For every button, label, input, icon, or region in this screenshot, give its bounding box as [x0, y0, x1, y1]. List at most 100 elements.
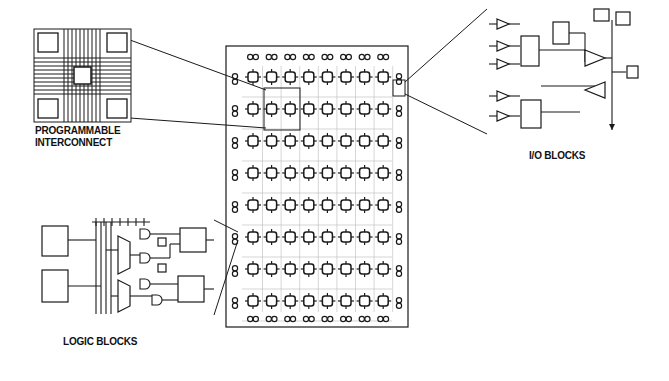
logic-block-pin — [332, 76, 335, 77]
logic-block-body — [378, 232, 388, 242]
logic-block-pin — [301, 76, 304, 77]
logic-wire — [162, 299, 178, 300]
io-pad-ring — [232, 175, 237, 180]
logic-block-pin — [327, 306, 328, 309]
and-gate — [140, 229, 150, 239]
channel-line — [392, 66, 393, 312]
logic-wire — [106, 249, 118, 250]
logic-block-pin — [245, 236, 248, 237]
routing-channels — [242, 66, 393, 321]
inset-frame — [34, 29, 131, 122]
chip-die — [226, 46, 408, 327]
buffer-symbol — [585, 50, 605, 66]
logic-block-body — [304, 72, 314, 82]
logic-block-pin — [383, 197, 384, 200]
io-pad-ring — [365, 316, 370, 321]
fpga-chip — [226, 46, 408, 327]
arrow-mark — [609, 124, 615, 130]
logic-block-pin — [290, 293, 291, 296]
logic-block-pin — [383, 178, 384, 181]
logic-block — [264, 101, 280, 117]
io-pad-ring — [396, 303, 401, 308]
logic-block-pin — [295, 140, 298, 141]
io-pad-ring — [396, 266, 401, 271]
logic-block-pin — [351, 300, 354, 301]
flip-flop — [521, 36, 539, 66]
logic-block-body — [322, 264, 332, 274]
logic-block-pin — [375, 204, 378, 205]
logic-block-pin — [308, 114, 309, 117]
logic-block-body — [285, 200, 295, 210]
small-cell — [158, 264, 166, 272]
logic-block-pin — [258, 236, 261, 237]
io-pad — [303, 316, 314, 321]
logic-block-pin — [327, 261, 328, 264]
logic-block-pin — [282, 236, 285, 237]
logic-block — [338, 165, 354, 181]
logic-block — [338, 133, 354, 149]
logic-block-pin — [271, 306, 272, 309]
logic-block-pin — [338, 268, 341, 269]
logic-block-pin — [364, 101, 365, 104]
logic-block — [264, 293, 280, 309]
logic-block-pin — [290, 69, 291, 72]
logic-block-pin — [301, 172, 304, 173]
io-pad-ring — [232, 138, 237, 143]
logic-block-pin — [383, 133, 384, 136]
io-pad-ring — [232, 303, 237, 308]
logic-block-pin — [308, 242, 309, 245]
io-wire — [541, 85, 595, 86]
logic-block-pin — [271, 133, 272, 136]
logic-block-pin — [314, 108, 317, 109]
logic-block-pin — [327, 293, 328, 296]
io-pad-ring — [303, 316, 308, 321]
logic-block-body — [378, 72, 388, 82]
logic-block-pin — [383, 82, 384, 85]
logic-block-body — [267, 296, 277, 306]
logic-block-pin — [308, 261, 309, 264]
io-pad-ring — [346, 316, 351, 321]
logic-block-pin — [252, 261, 253, 264]
logic-block-body — [285, 136, 295, 146]
logic-block-pin — [327, 178, 328, 181]
io-pad — [322, 316, 333, 321]
buffer-symbol — [497, 19, 509, 29]
logic-block — [375, 261, 391, 277]
logic-block — [375, 133, 391, 149]
logic-block — [375, 101, 391, 117]
logic-block-pin — [271, 210, 272, 213]
logic-block-pin — [383, 69, 384, 72]
io-pad — [359, 54, 370, 59]
logic-block-pin — [277, 300, 280, 301]
logic-block — [319, 261, 335, 277]
io-pad-ring — [383, 316, 388, 321]
leader-line — [130, 40, 266, 90]
io-pad-ring — [396, 138, 401, 143]
logic-block-pin — [351, 204, 354, 205]
wire — [34, 86, 131, 87]
logic-block — [282, 261, 298, 277]
io-pad — [232, 138, 237, 149]
and-gate — [140, 253, 150, 263]
logic-block-pin — [364, 114, 365, 117]
io-pad — [266, 54, 277, 59]
logic-block-pin — [264, 204, 267, 205]
logic-block-pin — [319, 204, 322, 205]
io-pad-ring — [232, 106, 237, 111]
io-pad — [359, 316, 370, 321]
io-pad — [341, 54, 352, 59]
io-pad-ring — [285, 316, 290, 321]
logic-block-pin — [332, 236, 335, 237]
channel-line — [336, 66, 337, 312]
logic-block-pin — [351, 268, 354, 269]
logic-block-pin — [290, 178, 291, 181]
logic-wire — [119, 218, 120, 226]
logic-block-body — [285, 264, 295, 274]
corner-logic-block — [38, 33, 58, 52]
channel-line — [242, 289, 392, 290]
logic-block-pin — [290, 229, 291, 232]
logic-block — [319, 197, 335, 213]
logic-block-pin — [271, 165, 272, 168]
switch-matrix — [74, 67, 91, 84]
